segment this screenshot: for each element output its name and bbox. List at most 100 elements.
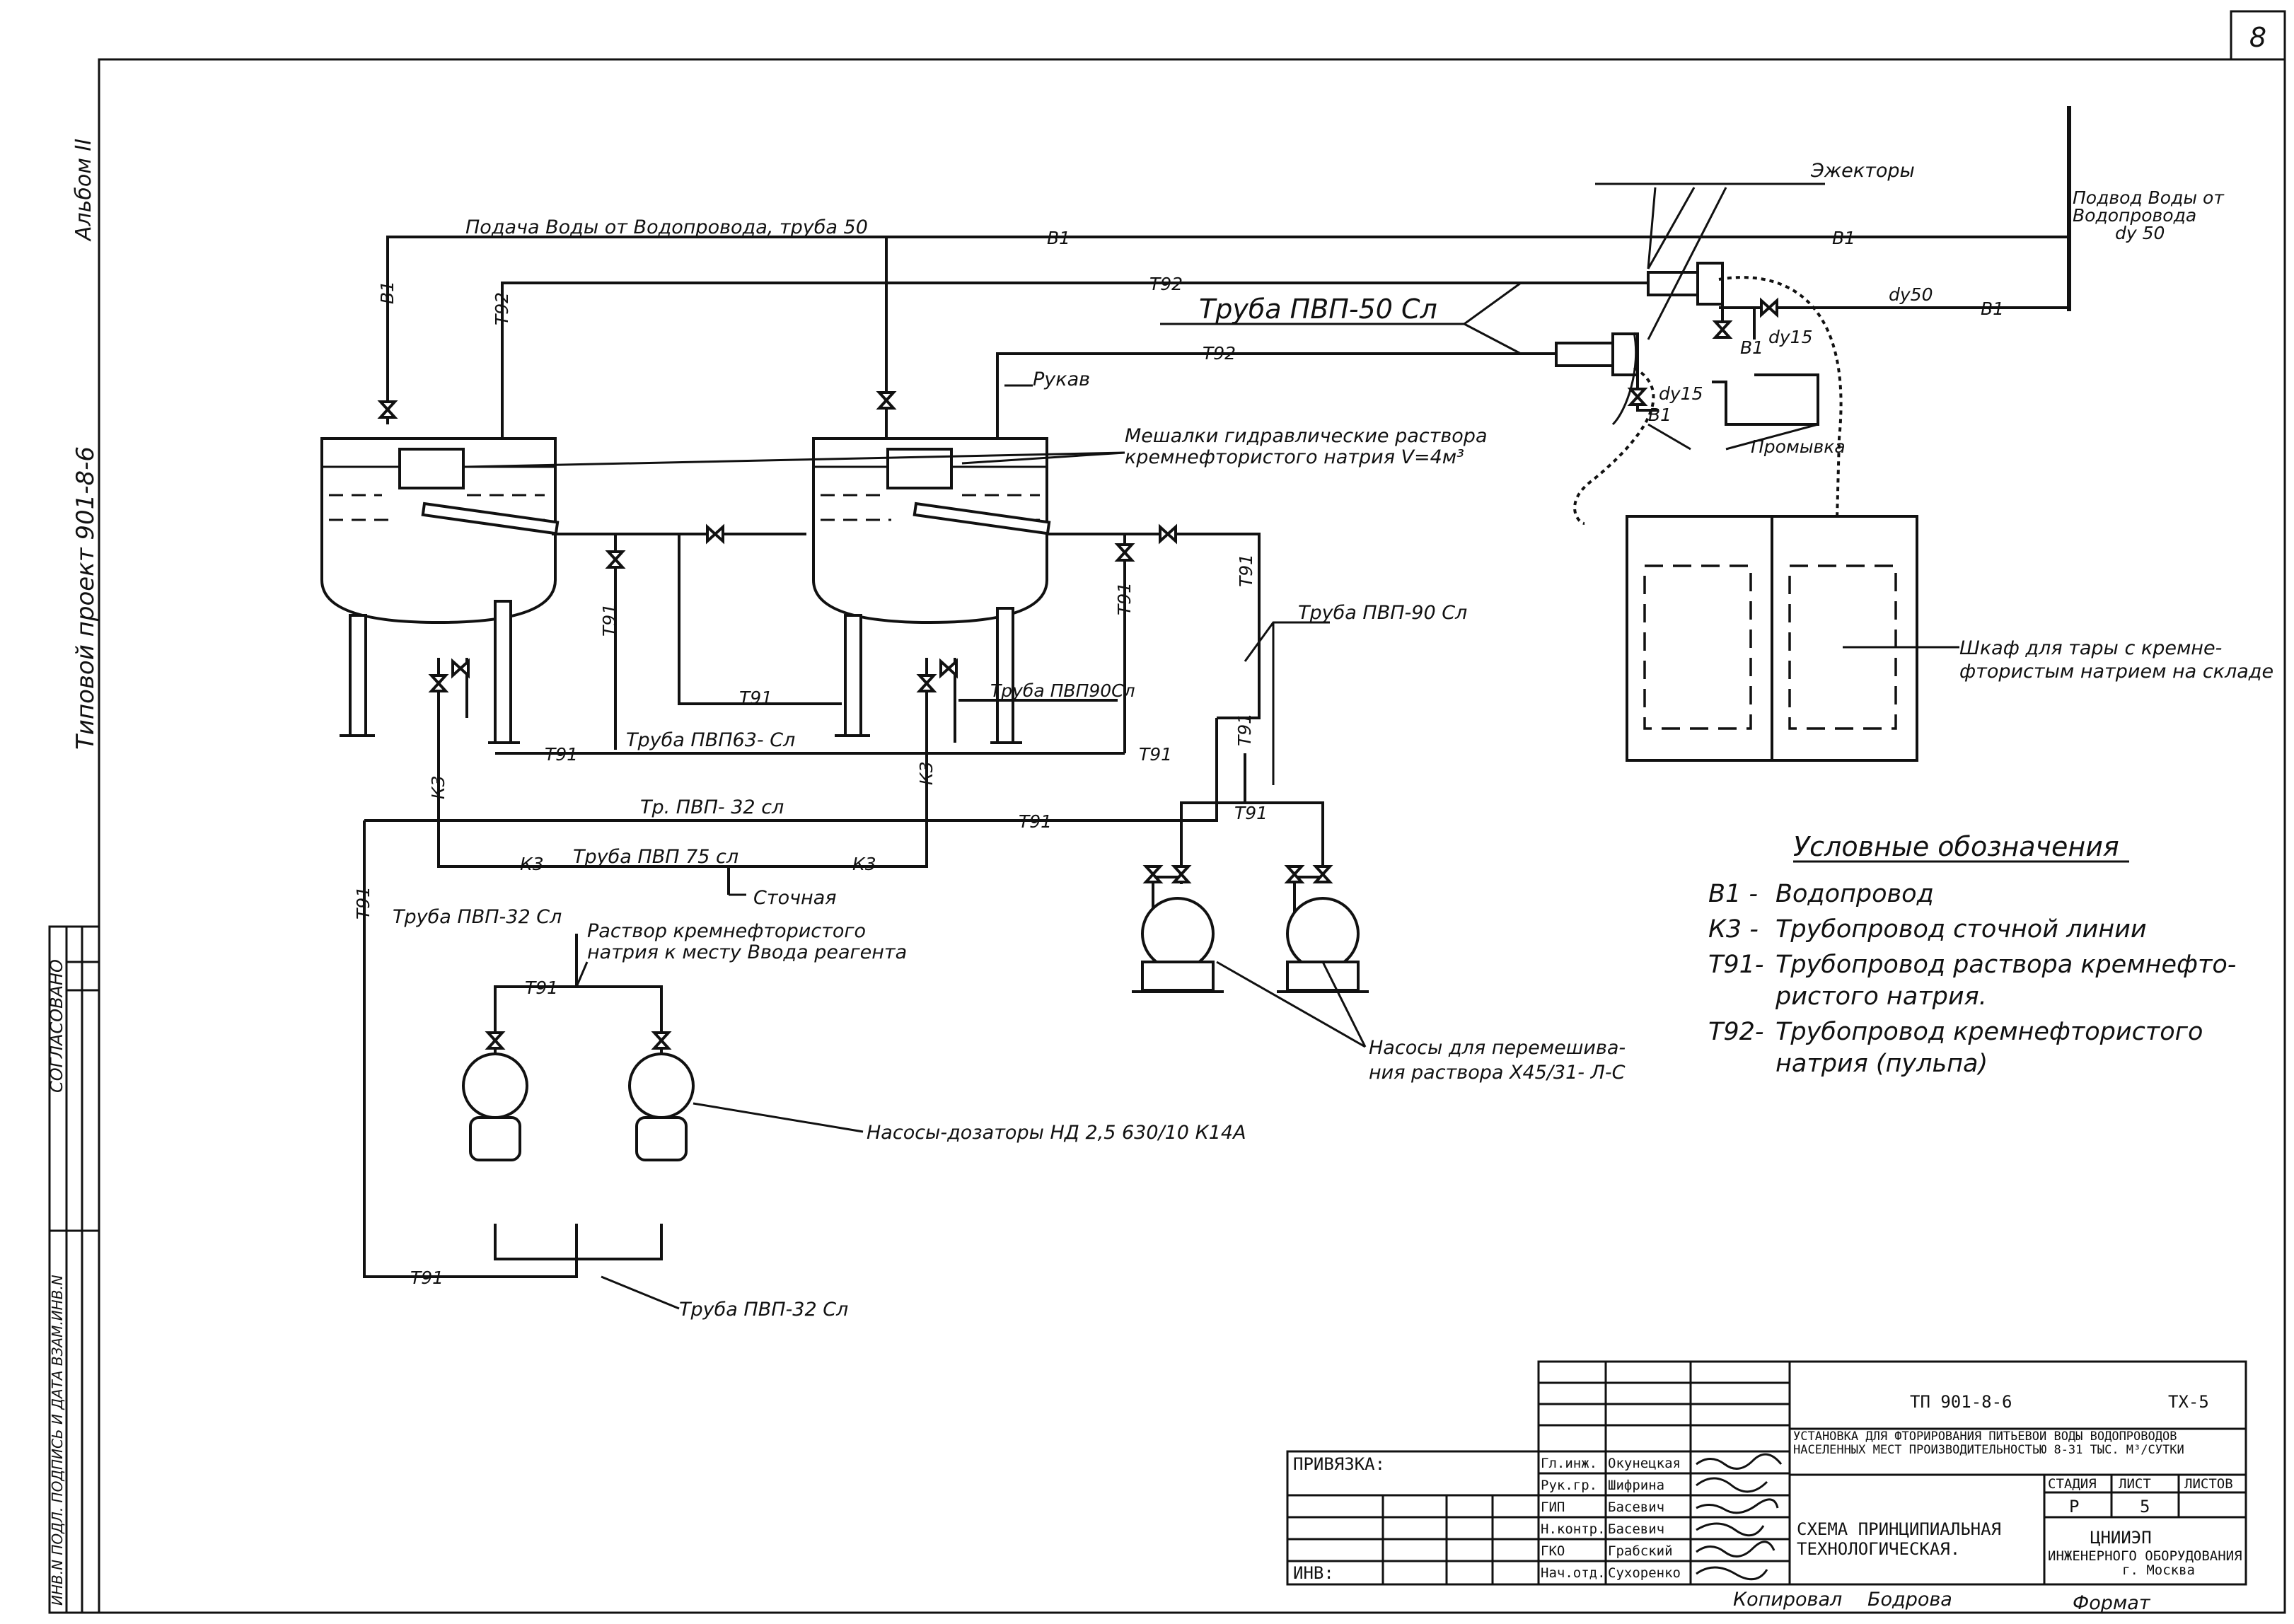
label-t92-a: Т92 bbox=[1149, 274, 1183, 294]
label-dosing-pumps: Насосы-дозаторы НД 2,5 630/10 К14А bbox=[867, 1122, 1246, 1144]
legend-text-2: Трубопровод сточной линии bbox=[1775, 915, 2147, 944]
legend-text-6: натрия (пульпа) bbox=[1775, 1050, 1988, 1078]
label-pipe-pvp90b: Труба ПВП90Сл bbox=[990, 680, 1135, 701]
tb-drawing-title-2: ТЕХНОЛОГИЧЕСКАЯ. bbox=[1797, 1539, 1960, 1559]
tb-role-6: Нач.отд. bbox=[1541, 1565, 1606, 1581]
label-k3-c: К3 bbox=[428, 775, 448, 799]
label-supply-right2: Водопровода bbox=[2073, 205, 2196, 226]
label-t91-l: Т91 bbox=[353, 886, 373, 920]
tb-name-1: Окунецкая bbox=[1608, 1456, 1681, 1471]
tb-role-4: Н.контр. bbox=[1541, 1521, 1606, 1537]
label-flushing: Промывка bbox=[1751, 436, 1846, 457]
tb-description-box: УСТАНОВКА ДЛЯ ФТОРИРОВАНИЯ ПИТЬЕВОЙ ВОДЫ… bbox=[1793, 1430, 2184, 1457]
label-t91-b: Т91 bbox=[545, 744, 578, 765]
label-t91-e: Т91 bbox=[1234, 803, 1268, 823]
label-t91-k: Т91 bbox=[1234, 713, 1255, 746]
label-solution-1: Раствор кремнефтористого bbox=[587, 920, 866, 942]
signature-6 bbox=[1696, 1566, 1768, 1581]
tb-name-3: Басевич bbox=[1608, 1500, 1664, 1515]
tb-description: УСТАНОВКА ДЛЯ ФТОРИРОВАНИЯ ПИТЬЕВОЙ ВОДЫ… bbox=[1793, 1430, 2184, 1457]
dosing-pumps bbox=[462, 1052, 695, 1161]
label-pipe-pvp32-bottom: Труба ПВП-32 Сл bbox=[679, 1299, 848, 1321]
tb-role-2: Рук.гр. bbox=[1541, 1478, 1597, 1493]
label-t91-c: Т91 bbox=[1019, 811, 1052, 832]
tb-stage: Р bbox=[2069, 1497, 2079, 1516]
signature-1 bbox=[1696, 1453, 1783, 1470]
label-pipe-pvp32-left: Труба ПВП-32 Сл bbox=[393, 906, 562, 928]
label-k3-a: К3 bbox=[520, 854, 544, 874]
legend-title: Условные обозначения bbox=[1793, 831, 2119, 862]
label-k3-b: К3 bbox=[852, 854, 876, 874]
label-supply-right3: dy 50 bbox=[2115, 223, 2165, 243]
label-ejectors: Эжекторы bbox=[1810, 160, 1915, 182]
tb-sheet-code: ТХ-5 bbox=[2168, 1392, 2209, 1412]
label-b1-c: В1 bbox=[1981, 298, 2004, 319]
tb-binding: ПРИВЯЗКА: bbox=[1293, 1454, 1385, 1474]
label-pumps-mix-2: ния раствора Х45/31- Л-С bbox=[1369, 1062, 1626, 1084]
side-album: Альбом II bbox=[71, 139, 96, 242]
mixer-tank-1 bbox=[320, 437, 560, 744]
label-water-supply: Подача Воды от Водопровода, труба 50 bbox=[465, 216, 868, 238]
tb-name-2: Шифрина bbox=[1608, 1478, 1664, 1493]
legend-code-2: К3 - bbox=[1708, 915, 1759, 944]
tb-name-6: Сухоренко bbox=[1608, 1565, 1681, 1581]
mixing-pumps bbox=[1132, 897, 1369, 993]
tb-name-4: Басевич bbox=[1608, 1521, 1664, 1537]
mixer-tank-2 bbox=[812, 437, 1051, 744]
storage-cabinet bbox=[1626, 515, 1918, 762]
label-cabinet-1: Шкаф для тары с кремне- bbox=[1959, 637, 2222, 659]
label-pipe-pvp63: Труба ПВП63- Сл bbox=[626, 729, 795, 751]
signature-4 bbox=[1696, 1522, 1765, 1537]
label-dy50: dy50 bbox=[1889, 284, 1933, 305]
label-t91-i: Т91 bbox=[1114, 582, 1135, 615]
tb-sheets-header: ЛИСТОВ bbox=[2184, 1476, 2233, 1492]
tb-role-3: ГИП bbox=[1541, 1500, 1565, 1515]
corner-box bbox=[2230, 10, 2286, 61]
legend-code-5: Т92- bbox=[1708, 1018, 1764, 1046]
piping bbox=[363, 106, 2071, 1278]
signature-3 bbox=[1696, 1498, 1779, 1514]
label-b1-a: В1 bbox=[1047, 228, 1070, 248]
tb-copied-name: Бодрова bbox=[1867, 1589, 1952, 1611]
label-pipe-pvp32: Тр. ПВП- 32 сл bbox=[640, 796, 784, 818]
sheet-frame bbox=[98, 58, 2286, 1614]
label-k3-d: К3 bbox=[916, 761, 937, 785]
tb-drawing-title-1: СХЕМА ПРИНЦИПИАЛЬНАЯ bbox=[1797, 1519, 2001, 1539]
legend: Условные обозначения В1 - Водопровод К3 … bbox=[1708, 831, 2236, 1078]
label-pipe-pvp90: Труба ПВП-90 Сл bbox=[1298, 602, 1467, 624]
label-pipe-pvp75: Труба ПВП 75 сл bbox=[573, 846, 738, 868]
label-t91-g: Т91 bbox=[410, 1268, 444, 1288]
legend-text-5: Трубопровод кремнефтористого bbox=[1775, 1018, 2203, 1046]
label-b1-b: В1 bbox=[1832, 228, 1855, 248]
label-t92-b: Т92 bbox=[1203, 343, 1236, 364]
side-title: Типовой проект 901-8-6 bbox=[71, 446, 100, 750]
tb-sheet-header: ЛИСТ bbox=[2119, 1476, 2151, 1492]
signature-5 bbox=[1696, 1541, 1775, 1558]
label-cabinet-2: фтористым натрием на складе bbox=[1959, 661, 2273, 683]
diagram-labels: Подача Воды от Водопровода, труба 50 В1 … bbox=[353, 160, 2273, 1321]
tb-role-1: Гл.инж. bbox=[1541, 1456, 1597, 1471]
tb-role-5: ГКО bbox=[1541, 1543, 1565, 1559]
signature-2 bbox=[1696, 1477, 1768, 1493]
label-dy15-b: dy15 bbox=[1659, 383, 1703, 404]
tb-org-sub1: ИНЖЕНЕРНОГО ОБОРУДОВАНИЯ bbox=[2048, 1548, 2242, 1564]
label-mixers-1: Мешалки гидравлические раствора bbox=[1125, 425, 1488, 447]
tb-org: ЦНИИЭП bbox=[2090, 1528, 2152, 1548]
label-mixers-2: кремнефтористого натрия V=4м³ bbox=[1125, 446, 1464, 468]
tb-name-5: Грабский bbox=[1608, 1543, 1673, 1559]
label-drain: Сточная bbox=[753, 887, 837, 909]
label-dy15-a: dy15 bbox=[1768, 327, 1812, 347]
label-t91-h: Т91 bbox=[599, 603, 620, 637]
corner-number: 8 bbox=[2249, 22, 2266, 53]
label-hose: Рукав bbox=[1033, 369, 1090, 390]
side-agreed: СОГЛАСОВАНО bbox=[47, 959, 66, 1093]
label-b1-d: В1 bbox=[1740, 337, 1763, 358]
legend-text-3: Трубопровод раствора кремнефто- bbox=[1775, 951, 2236, 979]
leader-lines bbox=[466, 182, 1959, 1310]
label-pipe-pvp50: Труба ПВП-50 Сл bbox=[1199, 294, 1437, 325]
label-t91-a: Т91 bbox=[739, 688, 772, 708]
label-t91-f: Т91 bbox=[525, 978, 558, 998]
label-solution-2: натрия к месту Ввода реагента bbox=[587, 941, 907, 963]
legend-text-4: ристого натрия. bbox=[1775, 982, 1987, 1011]
